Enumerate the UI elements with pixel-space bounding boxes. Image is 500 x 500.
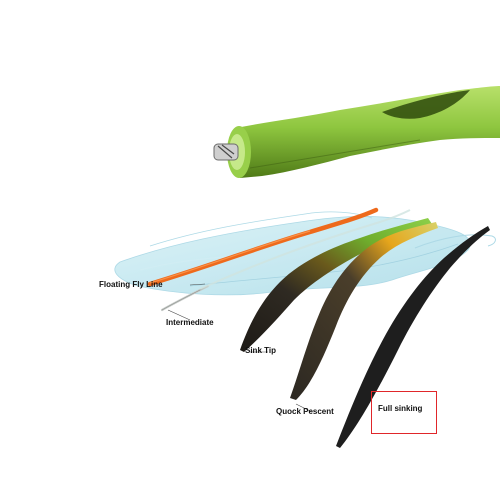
floating-line [147,207,379,287]
label-intermediate: Intermediate [166,318,214,327]
label-sink-tip: Sink Tip [245,346,276,355]
intermediate-line [160,209,411,312]
quick-descent-line [290,222,438,400]
label-quick-descent: Quock Pescent [276,407,334,416]
green-connector [213,86,500,178]
full-sinking-line [336,226,490,448]
sink-tip-line [240,218,432,352]
full-sinking-highlight-box [371,391,437,434]
label-floating-fly-line: Floating Fly Line [99,280,163,289]
label-pointers [167,283,313,413]
label-full-sinking: Full sinking [378,404,423,413]
